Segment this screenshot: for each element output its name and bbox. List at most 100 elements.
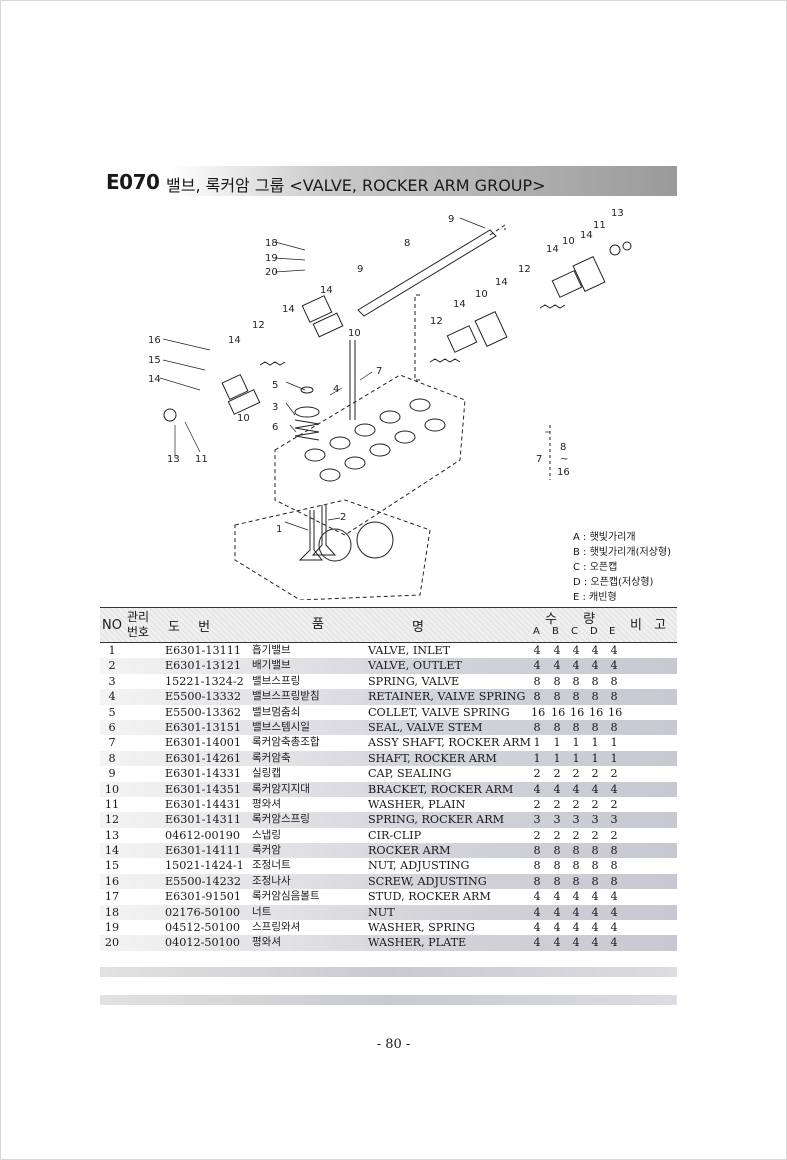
title-bar (100, 166, 677, 196)
english-name: SPRING, ROCKER ARM (368, 813, 505, 827)
part-number: E6301-14261 (165, 751, 242, 765)
qty-a: 2 (533, 767, 541, 781)
callout-5: 5 (272, 380, 278, 391)
callout-16: 16 (148, 335, 161, 346)
part-number: E6301-91501 (165, 890, 242, 904)
qty-a: 3 (533, 813, 541, 827)
part-number: 15021-1424-1 (165, 859, 244, 873)
qty-c: 2 (572, 767, 580, 781)
korean-name: 평와셔 (252, 797, 281, 810)
part-number: E5500-14232 (165, 874, 242, 888)
callout-12b: 12 (430, 316, 443, 327)
korean-name: 록커암심음볼트 (252, 890, 320, 903)
qty-c: 2 (572, 797, 580, 811)
shaft-assembly-bracket (414, 224, 506, 381)
qty-c: 3 (572, 813, 580, 827)
header-qty-d: D (590, 626, 598, 637)
korean-name: 밸브스프링받침 (252, 690, 320, 703)
range-bottom: 16 (557, 467, 570, 478)
qty-c: 8 (572, 690, 580, 704)
rocker-spring-mid (429, 358, 461, 363)
qty-a: 1 (533, 736, 541, 750)
row-number: 14 (104, 844, 120, 858)
part-number: E6301-14111 (165, 844, 242, 858)
legend-item: A : 햇빛가리개 (573, 532, 636, 543)
callout-12c: 12 (252, 320, 265, 331)
variant-legend: A : 햇빛가리개 B : 햇빛가리개(저상형) C : 오픈캡 D : 오픈캡… (573, 530, 671, 605)
qty-d: 1 (591, 736, 599, 750)
qty-c: 1 (572, 751, 580, 765)
qty-b: 2 (553, 797, 561, 811)
part-number: 04512-50100 (165, 921, 240, 935)
callout-15: 15 (148, 355, 161, 366)
qty-a: 2 (533, 797, 541, 811)
blank-row-band (100, 995, 677, 1005)
row-number: 6 (108, 720, 116, 734)
range-top: 8 (560, 442, 566, 453)
group-code: E070 (106, 170, 160, 194)
qty-d: 8 (591, 844, 599, 858)
page-number: - 80 - (376, 1037, 411, 1052)
qty-a: 1 (533, 751, 541, 765)
row-number: 11 (104, 797, 120, 811)
qty-c: 8 (572, 844, 580, 858)
korean-name: 록커암스프링 (252, 813, 310, 826)
callout-14h: 14 (148, 374, 161, 385)
row-number: 7 (108, 736, 116, 750)
qty-d: 4 (591, 659, 599, 673)
qty-a: 4 (533, 659, 541, 673)
callout-10c: 10 (348, 328, 361, 339)
qty-b: 16 (551, 705, 566, 719)
qty-d: 8 (591, 690, 599, 704)
qty-e: 4 (610, 890, 618, 904)
qty-b: 8 (553, 874, 561, 888)
row-number: 19 (104, 921, 120, 935)
korean-name: 흡기밸브 (252, 644, 291, 656)
header-qty-c: C (571, 626, 578, 637)
row-number: 8 (108, 751, 116, 765)
qty-e: 2 (610, 797, 618, 811)
row-number: 10 (104, 782, 120, 796)
qty-d: 2 (591, 828, 599, 842)
qty-e: 8 (610, 844, 618, 858)
qty-d: 4 (591, 936, 599, 950)
part-number: 15221-1324-2 (165, 674, 244, 688)
qty-c: 4 (572, 921, 580, 935)
qty-a: 8 (533, 844, 541, 858)
header-qty-e: E (609, 626, 616, 637)
english-name: ASSY SHAFT, ROCKER ARM (368, 736, 531, 750)
header-qty: 수 량 (545, 612, 596, 627)
english-name: SPRING, VALVE (368, 674, 460, 688)
korean-name: 조정너트 (252, 859, 291, 872)
qty-d: 2 (591, 767, 599, 781)
qty-b: 2 (553, 767, 561, 781)
korean-name: 스냅링 (252, 828, 281, 841)
callout-10b: 10 (475, 289, 488, 300)
callout-13a: 13 (611, 208, 624, 219)
table-header: NO 관리 번호 도 번 품 명 수 량 A B C D E 비 고 (100, 607, 677, 643)
part-number: E5500-13362 (165, 705, 242, 719)
header-name-b: 명 (412, 620, 424, 635)
exploded-parts-diagram: 18 19 20 8 9 9 13 11 14 10 14 12 14 10 1… (148, 208, 632, 600)
part-number: E6301-14331 (165, 767, 242, 781)
callout-7: 7 (376, 366, 382, 377)
qty-d: 8 (591, 859, 599, 873)
korean-name: 록커암지지대 (252, 782, 310, 795)
row-number: 9 (108, 767, 116, 781)
qty-c: 8 (572, 720, 580, 734)
callout-11a: 11 (593, 220, 606, 231)
part-number: E6301-13111 (165, 644, 242, 657)
qty-d: 1 (591, 751, 599, 765)
cylinder-head-bottom (234, 499, 431, 600)
blank-row-band (100, 967, 677, 977)
header-remarks: 비 고 (630, 618, 667, 633)
